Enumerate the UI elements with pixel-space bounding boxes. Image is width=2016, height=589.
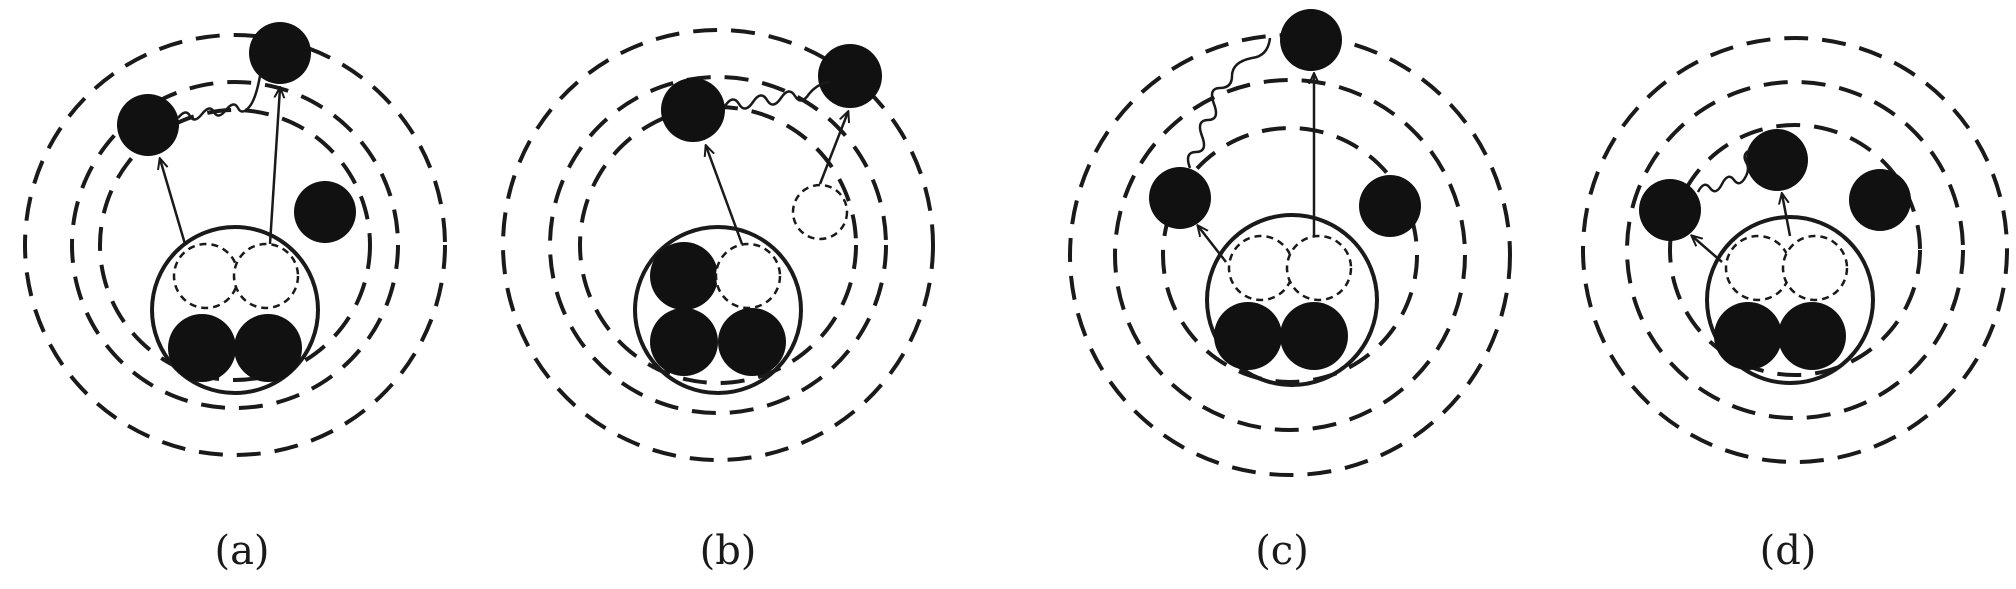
core-circle	[150, 225, 320, 395]
core-electron	[168, 314, 236, 382]
panel-label-c: (c)	[1255, 528, 1309, 574]
transition-arrow	[1198, 226, 1227, 263]
transition-arrow	[1692, 236, 1723, 263]
core-circle	[1205, 213, 1379, 387]
panel-label-d: (d)	[1759, 528, 1817, 574]
outer-electron	[117, 94, 179, 156]
transition-arrow	[160, 159, 187, 245]
core-vacancy	[172, 242, 240, 310]
core-vacancy	[1781, 234, 1849, 302]
panel-d	[1581, 36, 2009, 464]
core-vacancy	[1285, 234, 1353, 302]
outer-dashed-shell	[1581, 36, 2009, 464]
outer-vacancy	[791, 183, 849, 241]
wavy-link	[723, 80, 830, 110]
inner-dashed-shell	[1668, 123, 1922, 377]
outer-dashed-shell	[501, 28, 935, 462]
transition-arrow	[706, 146, 744, 245]
middle-dashed-shell	[548, 75, 888, 415]
core-electron	[1280, 302, 1348, 370]
core-vacancy	[1227, 234, 1295, 302]
transition-arrow	[1782, 194, 1792, 237]
outer-electron	[818, 44, 882, 108]
middle-dashed-shell	[70, 80, 400, 410]
core-electron	[1214, 302, 1282, 370]
core-electron	[650, 308, 718, 376]
core-vacancy	[1724, 234, 1792, 302]
outer-electron	[1639, 179, 1701, 241]
outer-electron	[294, 181, 356, 243]
core-electron	[1778, 302, 1846, 370]
middle-dashed-shell	[1113, 78, 1467, 432]
outer-electron	[1849, 169, 1911, 231]
outer-electron	[1149, 167, 1211, 229]
panel-label-a: (a)	[214, 528, 270, 574]
outer-electron	[1746, 129, 1808, 191]
outer-electron	[661, 78, 725, 142]
core-electron	[234, 314, 302, 382]
inner-dashed-shell	[98, 108, 372, 382]
outer-dashed-shell	[23, 33, 447, 457]
core-electron	[1714, 302, 1782, 370]
transition-arrow	[818, 112, 848, 185]
transition-arrow	[268, 88, 280, 245]
inner-dashed-shell	[1161, 126, 1419, 384]
core-vacancy	[232, 242, 300, 310]
panel-c	[1068, 9, 1512, 477]
wavy-link	[1696, 148, 1751, 193]
panel-a	[23, 22, 447, 457]
outer-electron	[1359, 175, 1421, 237]
core-circle	[633, 225, 803, 395]
core-electron	[650, 242, 718, 310]
wavy-link	[1186, 37, 1272, 169]
panel-b	[501, 28, 935, 462]
core-electron	[718, 308, 786, 376]
outer-electron	[1280, 9, 1342, 71]
core-vacancy	[714, 242, 782, 310]
panel-label-b: (b)	[699, 528, 757, 574]
inner-dashed-shell	[578, 105, 858, 385]
middle-dashed-shell	[1625, 80, 1965, 420]
wavy-link	[177, 75, 262, 121]
core-circle	[1705, 215, 1875, 385]
outer-electron	[249, 22, 311, 84]
